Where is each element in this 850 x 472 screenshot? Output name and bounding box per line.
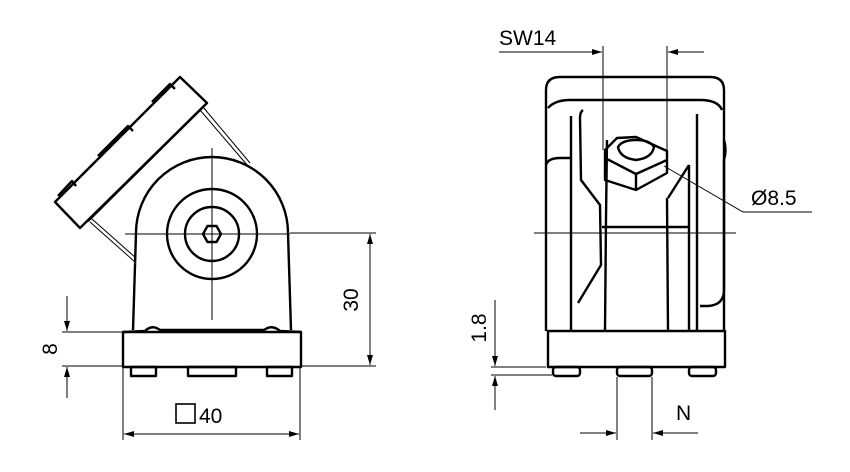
- tilted-profile-block: [53, 75, 209, 230]
- foot-right: [265, 365, 294, 378]
- foot-left: [129, 365, 158, 378]
- dim-slot-width-label: N: [676, 402, 691, 425]
- base-plate: [121, 330, 303, 369]
- square-symbol-icon: [175, 403, 196, 424]
- front-view: 30 8 40: [39, 75, 376, 440]
- center-lines: [125, 148, 290, 320]
- dim-1-8-extension: [491, 366, 552, 376]
- side-base-plate: [546, 329, 727, 369]
- dim-bore-diameter-label: Ø8.5: [751, 187, 797, 210]
- dim-base-thickness-label: 8: [39, 343, 62, 355]
- dim-n-extension: [580, 377, 698, 440]
- dim-square-label: 40: [199, 405, 222, 428]
- side-outer-contour: [544, 75, 726, 331]
- nut-dome: [616, 138, 656, 162]
- foot-center: [186, 365, 238, 378]
- dim-wrench-size-label: SW14: [499, 27, 557, 50]
- dim-8-extension: [62, 331, 122, 367]
- dim-sw14-extension: [499, 46, 704, 150]
- block-slot-features: [57, 82, 201, 222]
- side-inner-arc: [544, 98, 727, 308]
- hex-nut: [603, 135, 669, 192]
- side-web-lines: [569, 109, 699, 332]
- nut-face-edges: [604, 156, 668, 190]
- dim-30-extension: [290, 232, 376, 367]
- dim-foot-height-label: 1.8: [468, 313, 491, 342]
- side-foot-right: [687, 365, 718, 378]
- dim-diameter-leader: [663, 165, 812, 213]
- dim-40-extension: [122, 367, 301, 440]
- side-foot-left: [551, 365, 582, 378]
- side-foot-center: [615, 365, 654, 378]
- side-view: SW14 Ø8.5 1.8 N: [468, 27, 812, 440]
- block-connection-lines: [89, 106, 251, 263]
- dim-height-label: 30: [340, 288, 363, 311]
- base-top-contour: [122, 326, 302, 334]
